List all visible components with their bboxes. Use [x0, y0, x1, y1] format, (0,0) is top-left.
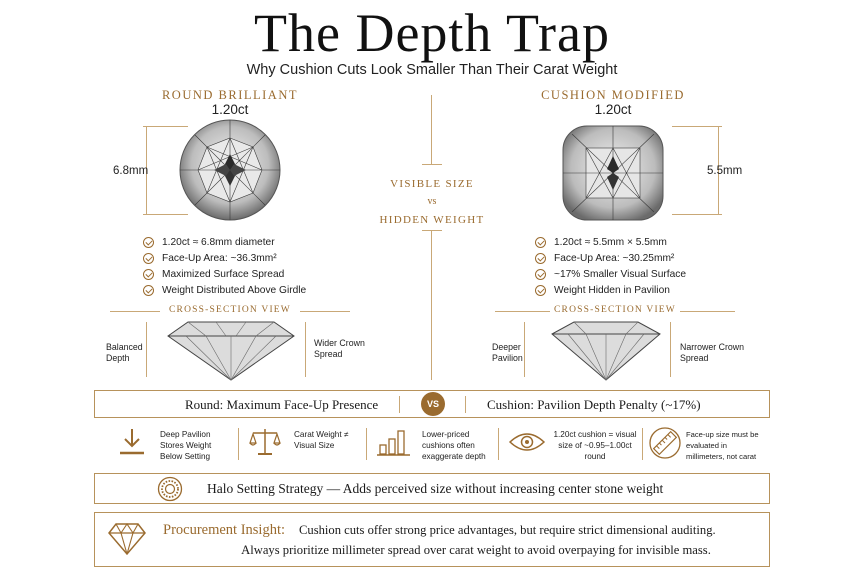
- cushion-xs-spread-line: [670, 322, 671, 377]
- round-xs-left-label: Balanced Depth: [106, 342, 143, 363]
- halo-bar: Halo Setting Strategy — Adds perceived s…: [94, 473, 770, 504]
- list-item: Weight Distributed Above Girdle: [143, 282, 306, 298]
- cushion-bullet-list: 1.20ct ≈ 5.5mm × 5.5mm Face-Up Area: ~30…: [535, 234, 686, 298]
- cushion-xs-rule-left: [495, 311, 550, 312]
- round-xs-rule-left: [110, 311, 160, 312]
- center-line-1: VISIBLE SIZE: [390, 178, 474, 190]
- download-arrow-icon: [120, 429, 144, 455]
- cushion-xs-right-label: Narrower Crown Spread: [680, 342, 745, 363]
- list-item: ~17% Smaller Visual Surface: [535, 266, 686, 282]
- insight-label: Procurement Insight:: [163, 522, 286, 538]
- round-carat: 1.20ct: [211, 102, 249, 117]
- vs-badge: VS: [421, 392, 445, 416]
- center-tick-top: [422, 164, 442, 165]
- round-xs-spread-line: [305, 322, 306, 377]
- insight-box: Procurement Insight: Cushion cuts offer …: [94, 512, 770, 567]
- check-circle-icon: [143, 284, 154, 296]
- round-cross-section-image: [167, 321, 295, 381]
- round-diameter-label: 6.8mm: [113, 165, 149, 177]
- comparison-divider-right: [465, 396, 466, 413]
- check-circle-icon: [143, 252, 154, 264]
- check-circle-icon: [535, 284, 546, 296]
- halo-ring-icon: [157, 476, 183, 502]
- balance-scale-icon: [249, 429, 281, 455]
- check-circle-icon: [143, 268, 154, 280]
- list-item: 1.20ct ≈ 5.5mm × 5.5mm: [535, 234, 686, 250]
- comparison-bar: Round: Maximum Face-Up Presence VS Cushi…: [94, 390, 770, 418]
- comparison-left: Round: Maximum Face-Up Presence: [185, 397, 379, 412]
- cushion-xs-depth-line: [524, 322, 525, 377]
- center-divider-top: [431, 95, 432, 165]
- check-circle-icon: [143, 236, 154, 248]
- cushion-carat: 1.20ct: [594, 102, 632, 117]
- center-tick-bottom: [422, 230, 442, 231]
- check-circle-icon: [535, 268, 546, 280]
- fact-divider: [238, 428, 239, 460]
- cushion-xs-heading: CROSS-SECTION VIEW: [554, 305, 676, 315]
- list-item: 1.20ct ≈ 6.8mm diameter: [143, 234, 306, 250]
- round-xs-depth-line: [146, 322, 147, 377]
- round-name: ROUND BRILLIANT: [161, 88, 299, 102]
- check-circle-icon: [535, 236, 546, 248]
- fact-face-up-size: Face-up size must be evaluated in millim…: [686, 430, 759, 461]
- fact-lower-priced: Lower-priced cushions often exaggerate d…: [422, 430, 486, 461]
- comparison-right: Cushion: Pavilion Depth Penalty (~17%): [487, 397, 701, 412]
- round-diamond-image: [179, 119, 281, 221]
- round-xs-heading: CROSS-SECTION VIEW: [169, 305, 291, 315]
- list-item: Face-Up Area: ~36.3mm²: [143, 250, 306, 266]
- round-dim-top: [143, 126, 188, 127]
- cushion-xs-rule-right: [680, 311, 735, 312]
- cushion-cross-section-image: [551, 321, 661, 381]
- comparison-divider-left: [399, 396, 400, 413]
- round-xs-rule-right: [300, 311, 350, 312]
- eye-icon: [508, 433, 546, 451]
- list-item: Face-Up Area: ~30.25mm²: [535, 250, 686, 266]
- insight-line-1: Cushion cuts offer strong price advantag…: [299, 523, 716, 537]
- facts-row: Deep Pavilion Stores Weight Below Settin…: [110, 424, 760, 466]
- bar-chart-icon: [377, 430, 410, 456]
- fact-divider: [498, 428, 499, 460]
- check-circle-icon: [535, 252, 546, 264]
- page-subtitle: Why Cushion Cuts Look Smaller Than Their…: [246, 62, 618, 78]
- center-caption: VISIBLE SIZE vs HIDDEN WEIGHT: [362, 175, 502, 229]
- diamond-outline-icon: [108, 523, 146, 556]
- fact-visual-equivalent: 1.20ct cushion = visual size of ~0.95–1.…: [553, 430, 637, 461]
- round-dim-line: [146, 126, 147, 214]
- ruler-icon: [649, 427, 681, 459]
- list-item: Maximized Surface Spread: [143, 266, 306, 282]
- round-xs-right-label: Wider Crown Spread: [314, 338, 365, 359]
- list-item: Weight Hidden in Pavilion: [535, 282, 686, 298]
- fact-deep-pavilion: Deep Pavilion Stores Weight Below Settin…: [160, 430, 212, 461]
- fact-divider: [642, 428, 643, 460]
- cushion-dim-bottom: [672, 214, 722, 215]
- center-divider-bottom: [431, 230, 432, 380]
- page-title: The Depth Trap: [254, 3, 610, 63]
- cushion-xs-left-label: Deeper Pavilion: [492, 342, 523, 363]
- cushion-height-label: 5.5mm: [707, 165, 743, 177]
- cushion-dim-top: [672, 126, 722, 127]
- fact-divider: [366, 428, 367, 460]
- halo-text: Halo Setting Strategy — Adds perceived s…: [207, 481, 664, 496]
- center-line-2: vs: [427, 196, 437, 207]
- insight-line-2: Always prioritize millimeter spread over…: [241, 543, 711, 557]
- cushion-diamond-image: [562, 125, 664, 221]
- cushion-name: CUSHION MODIFIED: [541, 88, 685, 102]
- fact-carat-vs-visual: Carat Weight ≠ Visual Size: [294, 430, 349, 450]
- round-dim-bottom: [143, 214, 188, 215]
- center-line-3: HIDDEN WEIGHT: [379, 214, 485, 226]
- cushion-dim-line: [718, 126, 719, 214]
- round-bullet-list: 1.20ct ≈ 6.8mm diameter Face-Up Area: ~3…: [143, 234, 306, 298]
